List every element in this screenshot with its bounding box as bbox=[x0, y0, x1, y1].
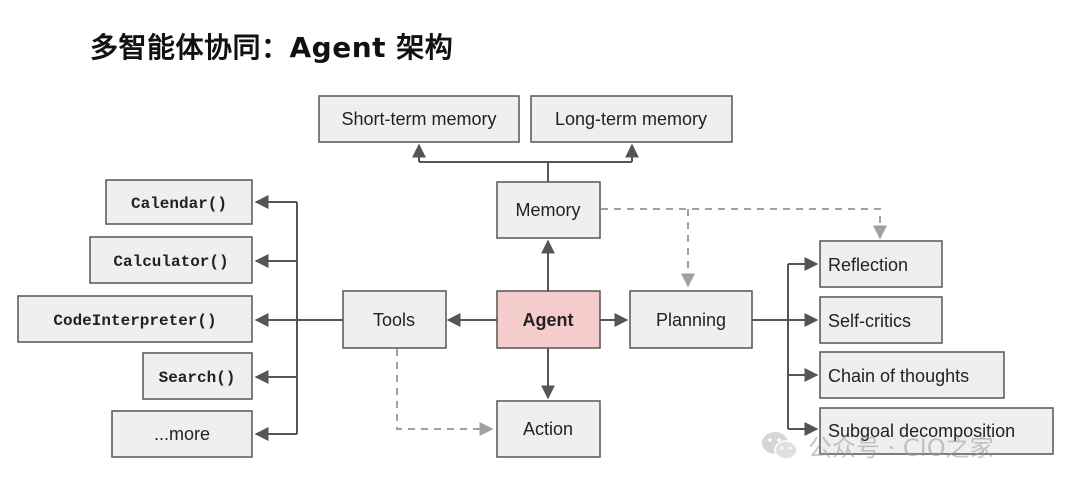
edge-memory-reflection-dashed bbox=[601, 208, 887, 240]
node-reflection-label: Reflection bbox=[828, 255, 908, 275]
node-memory: Memory bbox=[496, 181, 601, 239]
node-search: Search() bbox=[142, 352, 253, 400]
edge-tools-action-dashed bbox=[396, 349, 494, 436]
node-memory-label: Memory bbox=[515, 200, 580, 220]
node-self-critics-label: Self-critics bbox=[828, 311, 911, 331]
node-subgoal-decomposition: Subgoal decomposition bbox=[819, 407, 1054, 455]
node-agent: Agent bbox=[496, 290, 601, 349]
node-calendar-label: Calendar() bbox=[131, 195, 227, 213]
node-tools-label: Tools bbox=[373, 310, 415, 330]
node-subgoal-decomposition-label: Subgoal decomposition bbox=[828, 421, 1015, 441]
node-action-label: Action bbox=[523, 419, 573, 439]
node-action: Action bbox=[496, 400, 601, 458]
node-reflection: Reflection bbox=[819, 240, 943, 288]
node-calculator: Calculator() bbox=[89, 236, 253, 284]
node-more: ...more bbox=[111, 410, 253, 458]
node-planning: Planning bbox=[629, 290, 753, 349]
node-planning-label: Planning bbox=[656, 310, 726, 330]
node-calculator-label: Calculator() bbox=[113, 253, 228, 271]
node-calendar: Calendar() bbox=[105, 179, 253, 225]
node-search-label: Search() bbox=[159, 369, 236, 387]
node-short-term-memory: Short-term memory bbox=[318, 95, 520, 143]
node-chain-of-thoughts-label: Chain of thoughts bbox=[828, 366, 969, 386]
node-tools: Tools bbox=[342, 290, 447, 349]
node-more-label: ...more bbox=[154, 424, 210, 444]
node-long-term-memory: Long-term memory bbox=[530, 95, 733, 143]
node-agent-label: Agent bbox=[523, 310, 574, 330]
node-code-interpreter-label: CodeInterpreter() bbox=[53, 312, 216, 330]
node-chain-of-thoughts: Chain of thoughts bbox=[819, 351, 1005, 399]
node-code-interpreter: CodeInterpreter() bbox=[17, 295, 253, 343]
node-short-term-memory-label: Short-term memory bbox=[341, 109, 496, 129]
node-long-term-memory-label: Long-term memory bbox=[555, 109, 707, 129]
page-title: 多智能体协同：Agent 架构 bbox=[90, 31, 454, 64]
node-self-critics: Self-critics bbox=[819, 296, 943, 344]
